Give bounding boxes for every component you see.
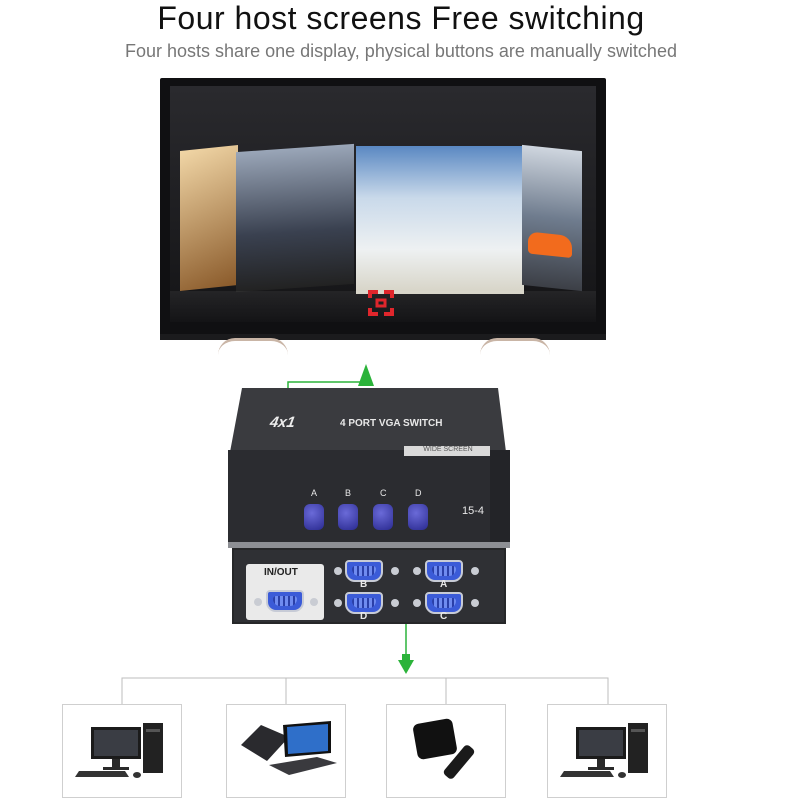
host-tv-box — [386, 704, 506, 798]
screw — [413, 567, 421, 575]
screw — [391, 567, 399, 575]
switch-button-c[interactable] — [373, 504, 393, 530]
screw — [413, 599, 421, 607]
tv-box-icon — [413, 718, 475, 779]
switch-badge: 4x1 — [268, 414, 297, 431]
vga-port-inout[interactable] — [266, 590, 304, 612]
vga-port-c[interactable] — [425, 592, 463, 614]
switch-model-label: 15-4 — [462, 505, 485, 517]
up-arrow-icon — [358, 364, 374, 386]
tv-logo-icon — [368, 290, 394, 316]
vga-port-a[interactable] — [425, 560, 463, 582]
switch-brand-label: 4 PORT VGA SWITCH — [340, 418, 443, 429]
headline-subtitle: Four hosts share one display, physical b… — [125, 41, 677, 61]
tv-stand-right — [480, 338, 550, 355]
button-label-d: D — [415, 488, 422, 498]
desktop-computer-icon — [75, 723, 163, 778]
screw — [471, 567, 479, 575]
down-arrow-icon — [398, 660, 414, 674]
screen-panel-landscape — [356, 146, 524, 294]
switch-button-d[interactable] — [408, 504, 428, 530]
button-label-b: B — [345, 488, 352, 498]
host-desktop-2 — [547, 704, 667, 798]
tv-bezel — [160, 334, 606, 340]
port-label-d: D — [360, 611, 368, 622]
inout-label: IN/OUT — [264, 567, 298, 578]
desktop-computer-icon — [560, 723, 648, 778]
button-label-a: A — [311, 488, 318, 498]
headline-title: Four host screens Free switching — [157, 0, 645, 36]
port-label-a: A — [440, 579, 448, 590]
switch-button-b[interactable] — [338, 504, 358, 530]
port-label-b: B — [360, 579, 368, 590]
sticker-label: WIDE SCREEN — [423, 446, 473, 453]
host-laptop — [226, 704, 346, 798]
vga-port-d[interactable] — [345, 592, 383, 614]
laptop-icon — [241, 721, 337, 775]
tv-screen — [170, 86, 596, 322]
switch-button-a[interactable] — [304, 504, 324, 530]
button-label-c: C — [380, 488, 387, 498]
screw — [334, 567, 342, 575]
vga-port-b[interactable] — [345, 560, 383, 582]
screw — [310, 598, 318, 606]
tv-stand-left — [218, 338, 288, 355]
host-desktop-1 — [62, 704, 182, 798]
screw — [391, 599, 399, 607]
screw — [254, 598, 262, 606]
screw — [471, 599, 479, 607]
screw — [334, 599, 342, 607]
port-label-c: C — [440, 611, 448, 622]
